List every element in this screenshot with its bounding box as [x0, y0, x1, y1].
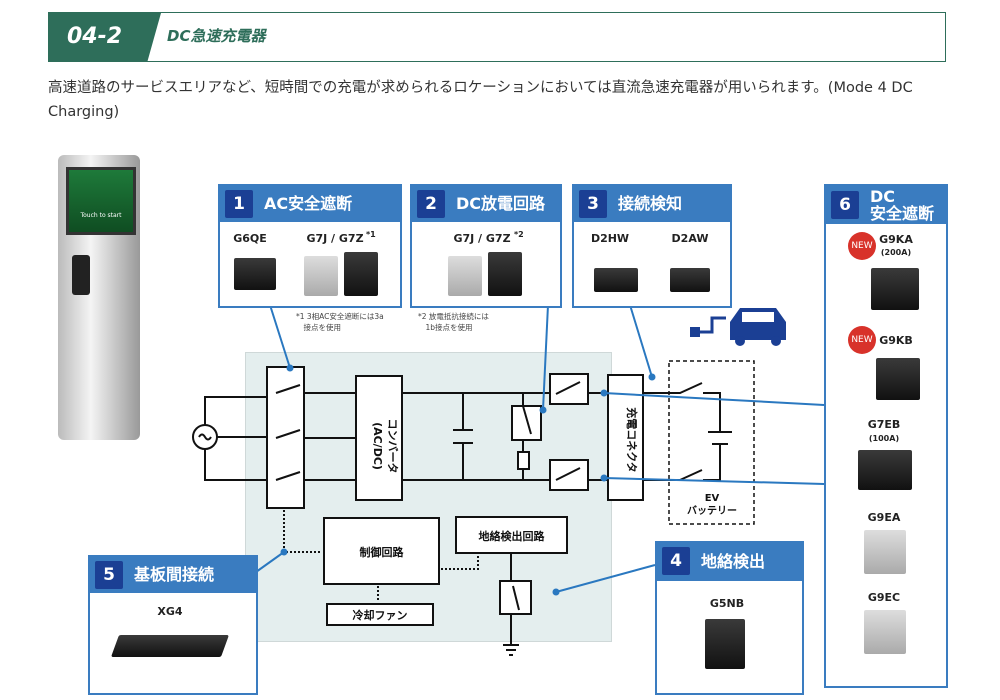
footnote-mark: *2: [514, 230, 524, 239]
box-board-to-board: 5 基板間接続 XG4: [88, 555, 258, 695]
product-g7eb[interactable]: G7EB: [867, 418, 901, 431]
charger-screen: Touch to start: [66, 167, 136, 235]
box-title: DC 安全遮断: [870, 187, 935, 223]
section-header: 04-2 DC急速充電器: [48, 12, 946, 62]
box-number: 2: [417, 190, 445, 218]
relay-image: [344, 252, 378, 296]
box-number: 1: [225, 190, 253, 218]
product-g5nb[interactable]: G5NB: [709, 597, 745, 610]
description: 高速道路のサービスエリアなど、短時間での充電が求められるロケーションにおいては直…: [48, 80, 913, 120]
product-spec: (200A): [880, 248, 912, 257]
product-xg4[interactable]: XG4: [157, 605, 183, 618]
connector-label: 充電コネクタ: [625, 407, 638, 473]
charger-illustration: Touch to start: [58, 155, 140, 440]
product-d2hw[interactable]: D2HW: [590, 232, 630, 245]
charging-plug: [72, 255, 90, 295]
converter-label: コンバータ (AC/DC): [371, 418, 399, 474]
relay-image: [876, 358, 920, 400]
relay-image: [488, 252, 522, 296]
product-d2aw[interactable]: D2AW: [671, 232, 709, 245]
product-g9ka[interactable]: G9KA: [879, 233, 913, 246]
ground-detect-circuit-label: 地絡検出回路: [478, 530, 545, 543]
box-number: 6: [831, 191, 859, 219]
product-g7j-g7z[interactable]: G7J / G7Z: [453, 232, 511, 245]
box-dc-discharge-circuit: 2 DC放電回路 G7J / G7Z *2: [410, 184, 562, 308]
relay-image: [864, 610, 906, 654]
ev-battery-label: EV バッテリー: [687, 493, 737, 517]
charger-screen-text: Touch to start: [80, 212, 122, 219]
new-badge: NEW: [848, 232, 876, 260]
box-title: DC放電回路: [456, 194, 546, 213]
control-circuit-label: 制御回路: [359, 546, 404, 559]
relay-image: [864, 530, 906, 574]
box-connection-detection: 3 接続検知 D2HW D2AW: [572, 184, 732, 308]
relay-image: [858, 450, 912, 490]
new-badge: NEW: [848, 326, 876, 354]
product-spec: (100A): [868, 434, 900, 443]
box-number: 4: [662, 547, 690, 575]
relay-image: [234, 258, 276, 290]
footnote-mark: *1: [366, 230, 376, 239]
footnote-1: *1 3相AC安全遮断には3a 接点を使用: [296, 312, 384, 332]
connector-image: [110, 635, 230, 657]
box-title: AC安全遮断: [264, 194, 353, 213]
relay-image: [871, 268, 919, 310]
product-g9kb[interactable]: G9KB: [879, 334, 913, 347]
box-number: 3: [579, 190, 607, 218]
footnote-2: *2 放電抵抗接続には 1b接点を使用: [418, 312, 489, 332]
product-g6qe[interactable]: G6QE: [233, 232, 267, 245]
product-g7j-g7z[interactable]: G7J / G7Z: [306, 232, 364, 245]
switch-image: [670, 268, 710, 292]
product-g9ec[interactable]: G9EC: [867, 591, 901, 604]
section-number: 04-2: [49, 13, 161, 61]
box-title: 接続検知: [618, 194, 683, 213]
section-title: DC急速充電器: [167, 27, 266, 45]
cooling-fan-label: 冷却ファン: [352, 609, 408, 622]
box-number: 5: [95, 561, 123, 589]
switch-image: [594, 268, 638, 292]
box-title: 基板間接続: [134, 565, 215, 584]
relay-image: [304, 256, 338, 296]
ev-car-icon: [690, 308, 786, 346]
relay-image: [705, 619, 745, 669]
box-ground-fault-detection: 4 地絡検出 G5NB: [655, 541, 804, 695]
product-g9ea[interactable]: G9EA: [867, 511, 901, 524]
box-dc-safety-cutoff: 6 DC 安全遮断 NEW G9KA (200A) NEW G9KB G7EB (…: [824, 184, 948, 688]
box-title: 地絡検出: [701, 552, 766, 571]
relay-image: [448, 256, 482, 296]
box-ac-safety-cutoff: 1 AC安全遮断 G6QE G7J / G7Z *1: [218, 184, 402, 308]
